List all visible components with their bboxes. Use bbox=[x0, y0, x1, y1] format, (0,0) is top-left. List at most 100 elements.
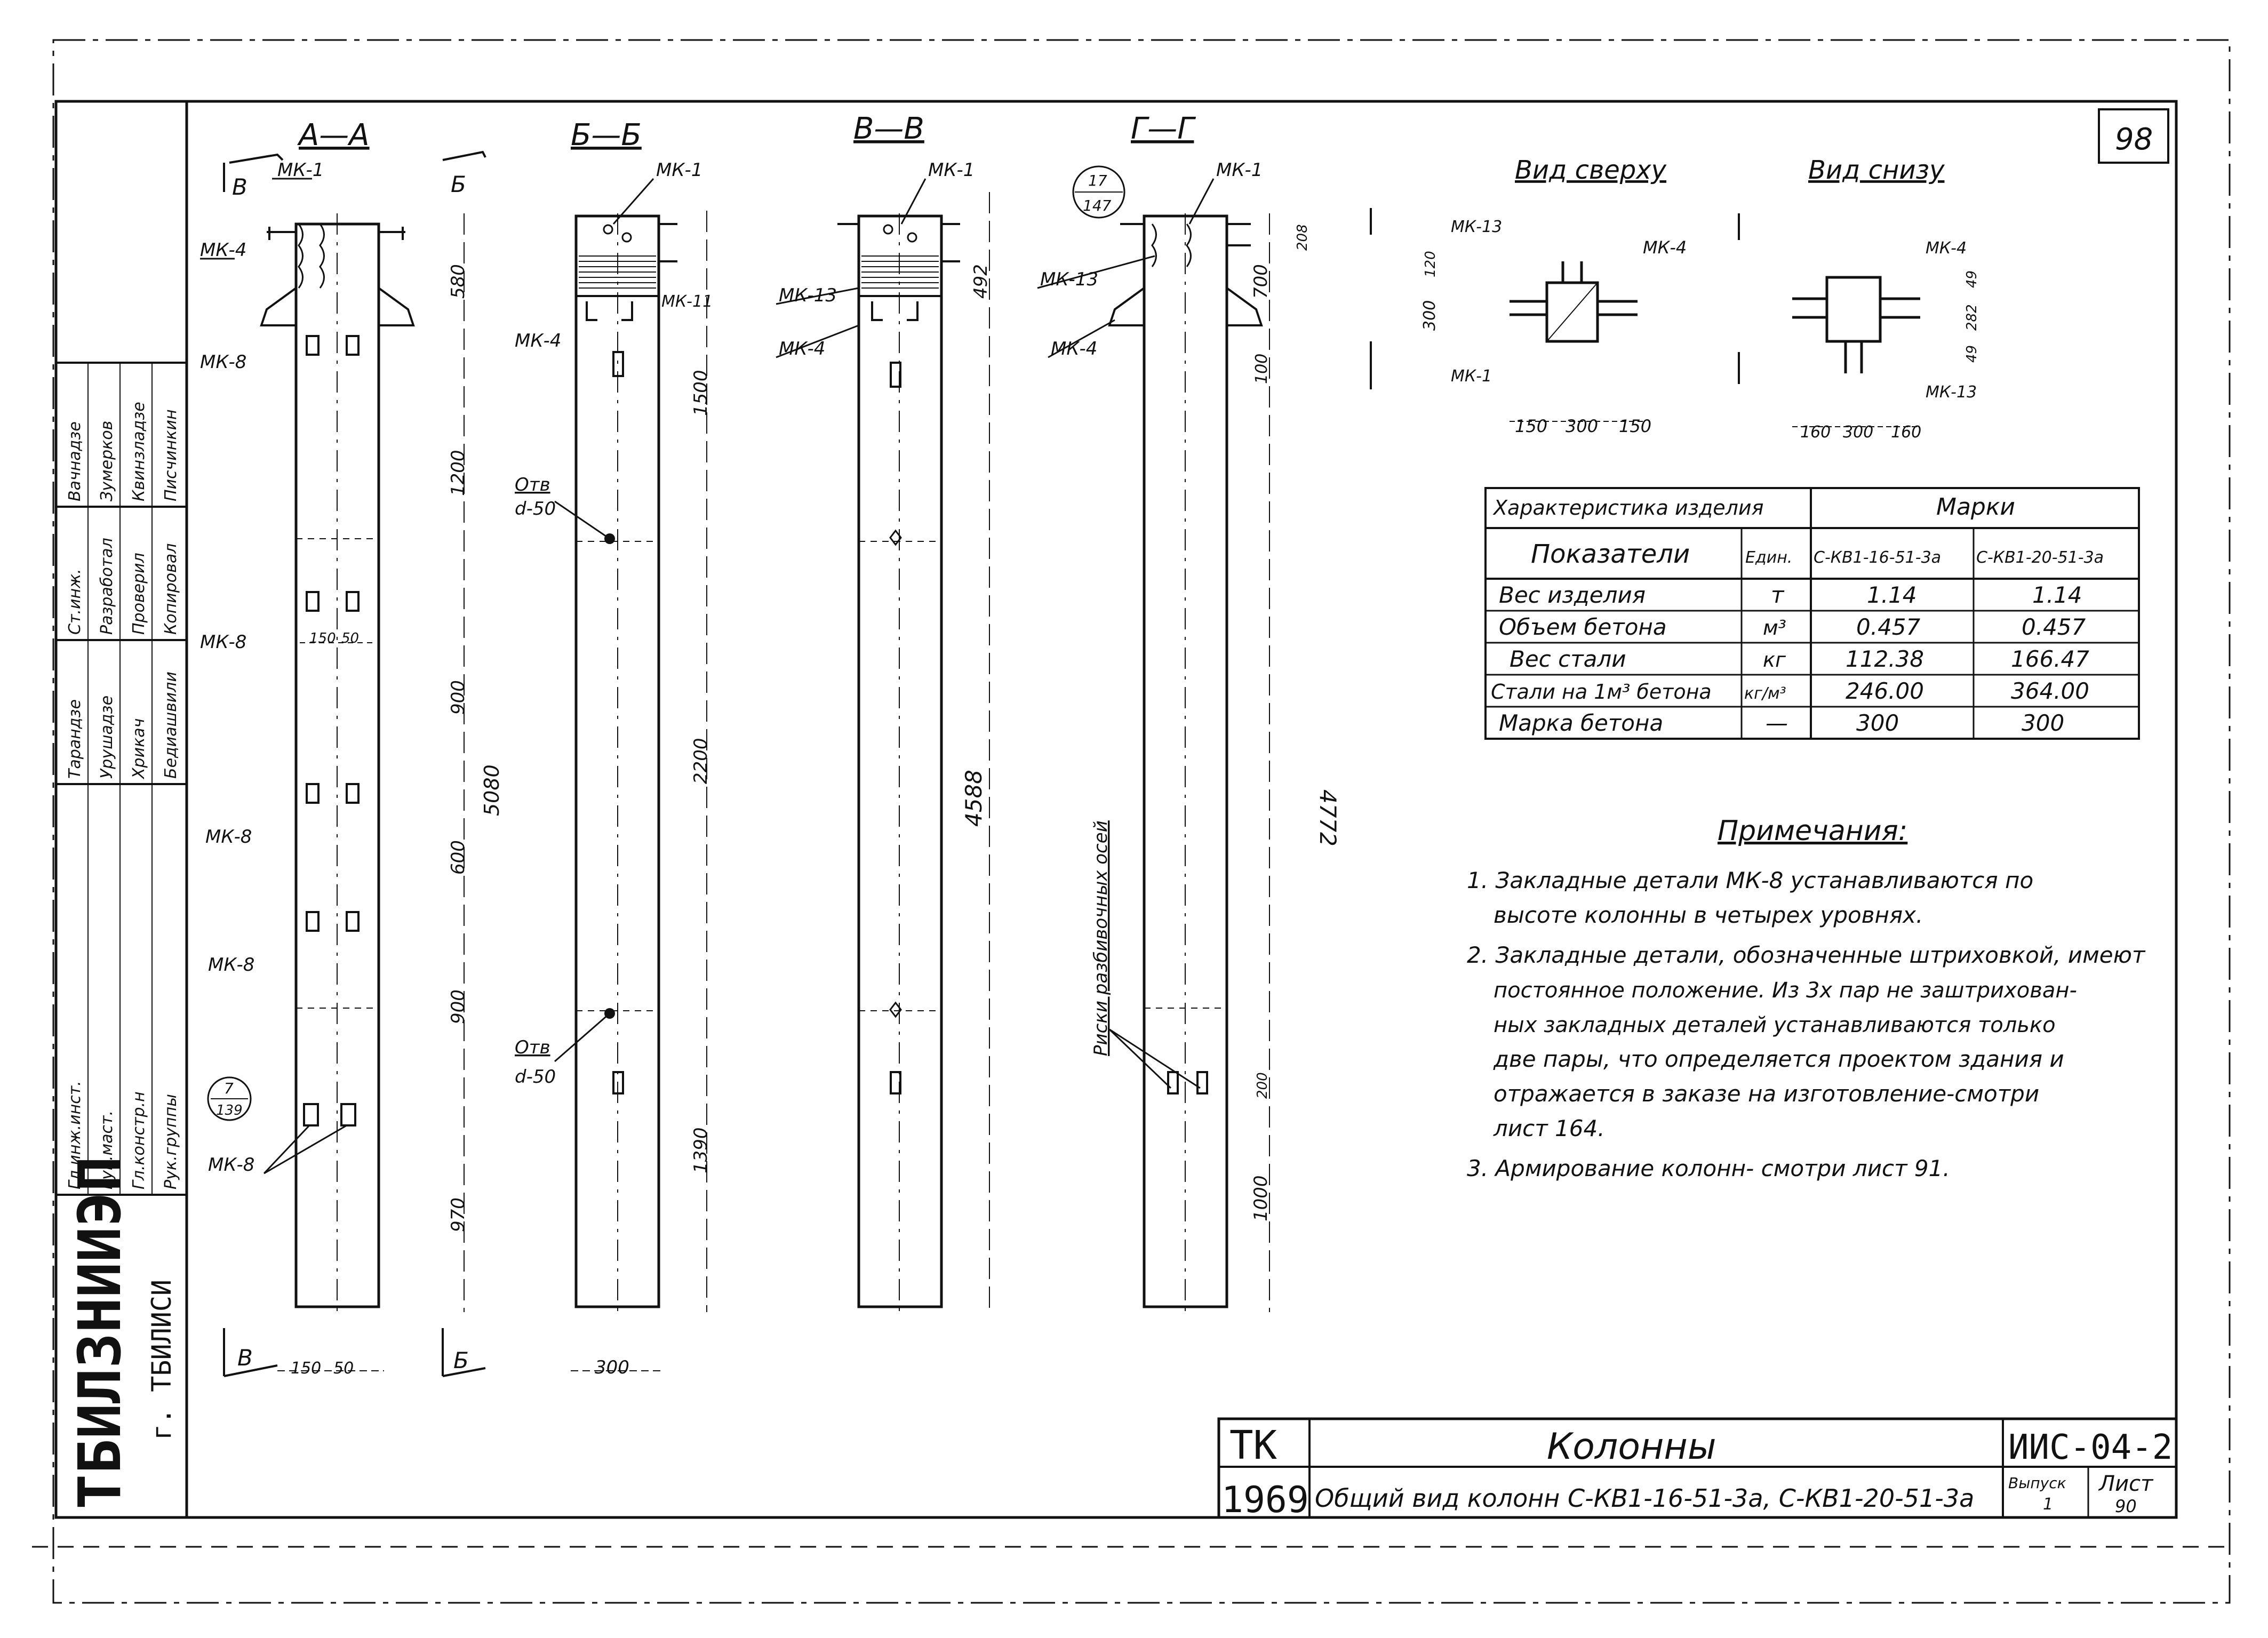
dim-value: 1000 bbox=[1250, 1175, 1272, 1221]
sheet-frame bbox=[32, 39, 2231, 1604]
risks-label: Риски разбивочных осей bbox=[1090, 820, 1112, 1056]
note-line: 2. Закладные детали, обозначенные штрихо… bbox=[1467, 942, 2146, 968]
org-name: ТБИЛЗНИИЭП bbox=[66, 1156, 134, 1509]
dim-value: 970 bbox=[448, 1197, 469, 1232]
view-title: Вид сверху bbox=[1515, 155, 1667, 185]
table-cell: Марка бетона bbox=[1499, 710, 1663, 736]
table-head: С-КВ1-20-51-3а bbox=[1976, 548, 2104, 567]
signature-stamp: Гл.инж.инст. Рук.маст. Гл.констр.н Рук.г… bbox=[56, 362, 187, 1509]
part-label: МК-1 bbox=[1216, 159, 1263, 181]
table-head: Един. bbox=[1745, 548, 1792, 567]
table-cell: — bbox=[1766, 710, 1788, 736]
dim-value: 150 bbox=[1515, 416, 1547, 436]
dim-value: 900 bbox=[448, 989, 469, 1024]
table-cell: т bbox=[1771, 582, 1785, 608]
part-label: МК-1 bbox=[928, 159, 975, 181]
tb-issue: 1 bbox=[2043, 1495, 2053, 1514]
hole-label: Отв bbox=[515, 474, 550, 496]
tb-year: 1969 bbox=[1221, 1479, 1309, 1521]
dim-value: 1200 bbox=[448, 450, 469, 496]
section-bb: Б—Б Б МК-1 МК-11 МК-4 Отв d-50 Отв bbox=[442, 118, 713, 1378]
part-label: МК-11 bbox=[661, 292, 713, 311]
table-cell: кг/м³ bbox=[1744, 684, 1786, 703]
characteristics-table: Характеристика изделия Марки Показатели … bbox=[1484, 487, 2140, 740]
stamp-name: Писчинкин bbox=[162, 409, 180, 501]
cut-letter: Б bbox=[453, 1347, 469, 1373]
tb-issue-label: Выпуск bbox=[2008, 1474, 2066, 1492]
stamp-role: Ст.инж. bbox=[66, 569, 84, 635]
part-label: МК-1 bbox=[1451, 367, 1492, 386]
callout-num: 17 bbox=[1088, 172, 1107, 189]
tb-sheet-label: Лист bbox=[2098, 1472, 2154, 1496]
note-line: лист 164. bbox=[1493, 1115, 1605, 1141]
note-line: постоянное положение. Из 3х пар не заштр… bbox=[1494, 978, 2077, 1003]
tb-subtitle: Общий вид колонн С-КВ1-16-51-3а, С-КВ1-2… bbox=[1315, 1484, 1974, 1513]
table-cell: Стали на 1м³ бетона bbox=[1491, 680, 1712, 704]
view-title: Вид снизу bbox=[1808, 155, 1945, 185]
table-cell: м³ bbox=[1763, 616, 1786, 640]
table-cell: 1.14 bbox=[2032, 582, 2082, 608]
dim-value: 150 bbox=[1619, 416, 1651, 436]
note-line: 1. Закладные детали МК-8 устанавливаются… bbox=[1467, 867, 2033, 893]
dim-value: 200 bbox=[1255, 1072, 1271, 1099]
table-cell: Вес изделия bbox=[1499, 582, 1646, 608]
table-cell: 246.00 bbox=[1846, 678, 1924, 704]
stamp-name: Хрикач bbox=[130, 718, 148, 780]
dim-value: 580 bbox=[448, 264, 469, 299]
table-cell: 166.47 bbox=[2011, 646, 2089, 672]
table-cell: Вес стали bbox=[1510, 646, 1626, 672]
cut-letter: В bbox=[232, 174, 247, 200]
note-line: ных закладных деталей устанавливаются то… bbox=[1494, 1013, 2056, 1037]
notes: Примечания: 1. Закладные детали МК-8 уст… bbox=[1467, 815, 2146, 1181]
hole-dia: d-50 bbox=[515, 1066, 556, 1088]
callout-sheet: 147 bbox=[1083, 197, 1112, 214]
table-cell: кг bbox=[1763, 648, 1786, 672]
dim-value: 282 bbox=[1964, 304, 1980, 331]
part-label: МК-8 bbox=[200, 351, 246, 373]
stamp-role: Разработал bbox=[98, 538, 116, 635]
part-label: МК-4 bbox=[1051, 338, 1097, 359]
view-top: Вид сверху МК-13 МК-4 МК-1 300 120 150 3… bbox=[1370, 155, 1740, 436]
note-line: высоте колонны в четырех уровнях. bbox=[1494, 902, 1923, 928]
dim-value: 492 bbox=[970, 264, 992, 299]
stamp-role: Рук.группы bbox=[162, 1094, 180, 1189]
org-city: г. ТБИЛИСИ bbox=[146, 1280, 177, 1440]
dim-total: 5080 bbox=[480, 764, 504, 816]
dim-value: 150 bbox=[309, 630, 336, 646]
part-label: МК-1 bbox=[277, 159, 324, 181]
dim-value: 50 bbox=[333, 1359, 354, 1378]
cut-letter: В bbox=[237, 1345, 253, 1371]
dim-total: 4588 bbox=[961, 770, 987, 827]
stamp-name: Зумерков bbox=[98, 421, 116, 501]
notes-title: Примечания: bbox=[1718, 815, 1907, 847]
table-cell: 300 bbox=[1856, 710, 1899, 736]
page-number-box: 98 bbox=[2098, 108, 2169, 164]
cut-letter: Б bbox=[451, 171, 466, 197]
stamp-name: Урушадзе bbox=[98, 696, 116, 779]
part-label: МК-4 bbox=[1643, 237, 1687, 258]
title-block: ТК 1969 Колонны Общий вид колонн С-КВ1-1… bbox=[1217, 1417, 2178, 1521]
table-cell: 300 bbox=[2022, 710, 2064, 736]
part-label: МК-13 bbox=[1926, 383, 1977, 402]
view-bottom: Вид снизу МК-4 МК-13 160 300 160 49 282 … bbox=[1792, 155, 1980, 442]
stamp-role: Рук.маст. bbox=[98, 1110, 116, 1189]
table-cell: Объем бетона bbox=[1499, 614, 1667, 640]
part-label: МК-8 bbox=[200, 632, 246, 653]
note-line: 3. Армирование колонн- смотри лист 91. bbox=[1467, 1155, 1950, 1181]
part-label: МК-4 bbox=[1926, 239, 1967, 258]
part-label: МК-4 bbox=[515, 330, 561, 351]
dim-value: 50 bbox=[341, 630, 359, 646]
section-label: А—А bbox=[297, 118, 370, 153]
section-label: Г—Г bbox=[1131, 111, 1196, 146]
section-gg: Г—Г 17 147 МК-1 МК-13 МК-4 Риски разбиво… bbox=[1037, 111, 1341, 1312]
dim-value: 160 bbox=[1800, 423, 1831, 442]
stamp-name: Вачнадзе bbox=[66, 421, 84, 501]
hole-dia: d-50 bbox=[515, 498, 556, 520]
part-label: МК-13 bbox=[779, 285, 837, 306]
dim-value: 49 bbox=[1964, 345, 1980, 363]
part-label: МК-8 bbox=[205, 826, 252, 848]
part-label: МК-1 bbox=[656, 159, 702, 181]
dim-value: 150 bbox=[291, 1359, 321, 1378]
page-number: 98 bbox=[2115, 122, 2153, 157]
